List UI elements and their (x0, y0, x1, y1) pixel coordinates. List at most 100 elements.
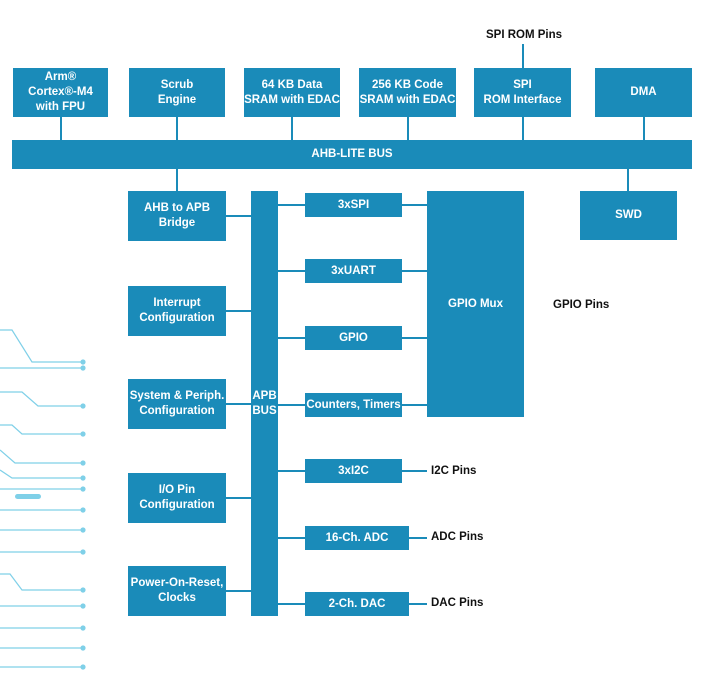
circuit-node (80, 460, 86, 466)
connector-scrub (176, 117, 178, 140)
connector-dac-pins (409, 603, 427, 605)
spi-block: 3xSPI (305, 193, 402, 217)
connector-apb-uart (278, 270, 305, 272)
connector-spi-mux (402, 204, 427, 206)
gpio-mux-label: GPIO Mux (448, 297, 503, 310)
uart-block: 3xUART (305, 259, 402, 283)
circuit-node (80, 527, 86, 533)
io-pin-configuration-block: I/O Pin Configuration (128, 473, 226, 523)
connector-bridge (176, 169, 178, 191)
connector-cpu (60, 117, 62, 140)
code-sram-block: 256 KB Code SRAM with EDAC (359, 68, 456, 117)
ahb-to-apb-bridge-block: AHB to APB Bridge (128, 191, 226, 241)
spi-rom-interface-label: SPI ROM Interface (483, 78, 562, 106)
adc-pins-label: ADC Pins (431, 531, 484, 543)
connector-sys-apb (226, 403, 251, 405)
circuit-trace (0, 424, 83, 435)
gpio-block: GPIO (305, 326, 402, 350)
circuit-node (80, 603, 86, 609)
circuit-node (80, 403, 86, 409)
circuit-node (80, 625, 86, 631)
i2c-pins-label: I2C Pins (431, 465, 477, 477)
circuit-node (80, 486, 86, 492)
circuit-node (80, 645, 86, 651)
bridge-label: AHB to APB Bridge (143, 202, 210, 229)
circuit-node (80, 431, 86, 437)
ahb-lite-bus: AHB-LITE BUS (12, 140, 692, 169)
code-sram-label: 256 KB Code SRAM with EDAC (359, 78, 456, 106)
connector-counters-mux (402, 404, 427, 406)
data-sram-label: 64 KB Data SRAM with EDAC (244, 78, 340, 106)
circuit-node (80, 587, 86, 593)
circuit-node (80, 475, 86, 481)
counters-timers-label: Counters, Timers (306, 398, 401, 411)
cpu-label: Arm® Cortex®-M4 with FPU (28, 71, 93, 113)
data-sram-block: 64 KB Data SRAM with EDAC (244, 68, 340, 117)
connector-interrupt-apb (226, 310, 251, 312)
connector-dma (643, 117, 645, 140)
dac-pins-label: DAC Pins (431, 597, 484, 609)
connector-adc-pins (409, 537, 427, 539)
connector-swd (627, 169, 629, 191)
spi-rom-pins-label: SPI ROM Pins (486, 29, 563, 41)
power-on-reset-clocks-block: Power-On-Reset, Clocks (128, 566, 226, 616)
dma-label: DMA (630, 86, 657, 98)
circuit-node (80, 507, 86, 513)
io-pin-configuration-label: I/O Pin Configuration (139, 484, 215, 511)
circuit-node (80, 664, 86, 670)
spi-rom-interface-block: SPI ROM Interface (474, 68, 571, 117)
connector-i2c-pins (402, 470, 427, 472)
connector-apb-adc (278, 537, 305, 539)
gpio-label: GPIO (339, 331, 368, 344)
circuit-trace (0, 391, 83, 407)
swd-block: SWD (580, 191, 677, 240)
dma-block: DMA (595, 68, 692, 117)
interrupt-configuration-block: Interrupt Configuration (128, 286, 226, 336)
gpio-pins-label: GPIO Pins (553, 299, 610, 311)
connector-uart-mux (402, 270, 427, 272)
circuit-trace (0, 573, 83, 591)
connector-data-sram (291, 117, 293, 140)
circuit-pad (15, 494, 41, 499)
connector-code-sram (407, 117, 409, 140)
swd-label: SWD (615, 209, 642, 221)
cpu-block: Arm® Cortex®-M4 with FPU (13, 68, 108, 117)
circuit-trace (0, 469, 83, 479)
connector-bridge-apb (226, 215, 251, 217)
ahb-lite-bus-label: AHB-LITE BUS (311, 148, 393, 160)
connector-io-apb (226, 497, 251, 499)
circuit-node (80, 359, 86, 365)
spi-label: 3xSPI (337, 198, 370, 211)
circuit-node (80, 365, 86, 371)
adc-block: 16-Ch. ADC (305, 526, 409, 550)
adc-label: 16-Ch. ADC (325, 531, 389, 544)
i2c-label: 3xI2C (338, 464, 369, 477)
connector-por-apb (226, 590, 251, 592)
gpio-mux-block: GPIO Mux (427, 191, 524, 417)
scrub-engine-label: Scrub Engine (157, 78, 197, 106)
circuit-trace (0, 329, 83, 363)
system-periph-configuration-block: System & Periph. Configuration (128, 379, 226, 429)
connector-apb-i2c (278, 470, 305, 472)
connector-apb-spi (278, 204, 305, 206)
connector-spi-rom-pins (522, 44, 524, 68)
connector-apb-dac (278, 603, 305, 605)
dac-label: 2-Ch. DAC (328, 597, 386, 610)
interrupt-configuration-label: Interrupt Configuration (139, 297, 215, 324)
power-on-reset-clocks-label: Power-On-Reset, Clocks (130, 577, 224, 604)
connector-spi-rom (522, 117, 524, 140)
connector-gpio-mux (402, 337, 427, 339)
dac-block: 2-Ch. DAC (305, 592, 409, 616)
circuit-trace (0, 449, 83, 464)
connector-apb-counters (278, 404, 305, 406)
connector-apb-gpio (278, 337, 305, 339)
circuit-node (80, 549, 86, 555)
uart-label: 3xUART (331, 264, 376, 277)
apb-bus-label: APB BUS (252, 389, 277, 417)
apb-bus: APB BUS (251, 191, 278, 616)
scrub-engine-block: Scrub Engine (129, 68, 225, 117)
counters-timers-block: Counters, Timers (305, 393, 402, 417)
system-periph-configuration-label: System & Periph. Configuration (129, 390, 225, 417)
i2c-block: 3xI2C (305, 459, 402, 483)
